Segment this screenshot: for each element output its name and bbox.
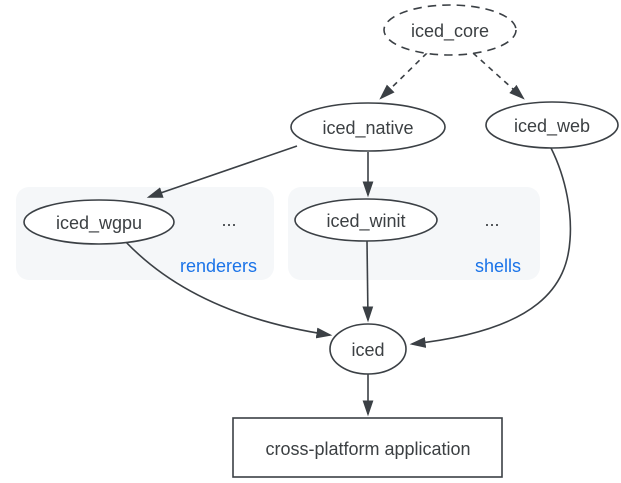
edge-core-to-web [472, 52, 525, 100]
node-iced-winit: iced_winit [294, 198, 438, 242]
node-cross-platform-application: cross-platform application [232, 417, 503, 478]
iced-winit-label: iced_winit [326, 211, 405, 232]
iced-native-label: iced_native [322, 118, 413, 139]
group-renderers-label: renderers [180, 256, 257, 276]
edge-web-to-iced [409, 147, 572, 348]
iced-web-label: iced_web [514, 116, 590, 137]
iced-winit-ellipse [294, 198, 438, 242]
node-iced-core: iced_core [383, 4, 517, 56]
app-label: cross-platform application [265, 439, 470, 459]
group-shells-label: shells [475, 256, 521, 276]
edge-native-to-wgpu [146, 145, 298, 198]
node-iced: iced [329, 323, 407, 375]
iced-wgpu-label: iced_wgpu [56, 213, 142, 234]
edge-wgpu-to-iced [124, 240, 333, 339]
iced-ellipse [329, 323, 407, 375]
edge-core-to-native [379, 52, 428, 100]
iced-core-label: iced_core [411, 21, 489, 42]
iced-wgpu-ellipse [23, 199, 175, 245]
node-iced-wgpu: iced_wgpu [23, 199, 175, 245]
iced-core-ellipse [383, 4, 517, 56]
iced-label: iced [351, 340, 384, 360]
iced-native-ellipse [290, 102, 446, 152]
node-iced-native: iced_native [290, 102, 446, 152]
app-rect [232, 417, 503, 478]
node-iced-web: iced_web [485, 101, 619, 149]
edge-winit-to-iced [362, 240, 374, 323]
iced-web-ellipse [485, 101, 619, 149]
shells-ellipsis: ... [484, 210, 499, 230]
renderers-ellipsis: ... [221, 210, 236, 230]
